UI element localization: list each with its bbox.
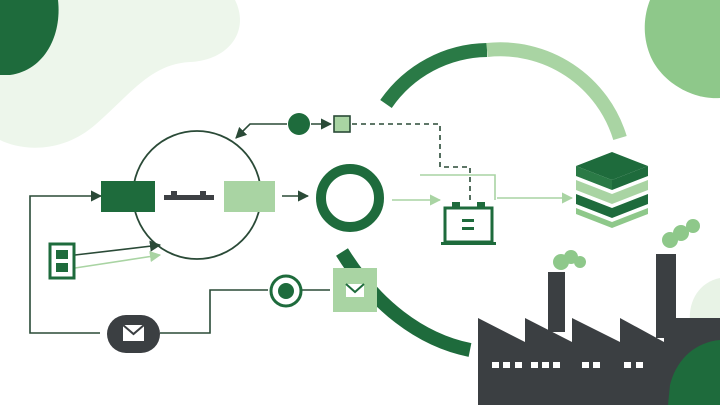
line-mail-to-target bbox=[160, 289, 268, 334]
dark-green-blob-bottom-right bbox=[668, 340, 720, 405]
dot-node bbox=[288, 113, 310, 135]
line-switch-to-circle-light bbox=[74, 250, 162, 269]
line-dot-to-circle bbox=[235, 123, 287, 139]
chip-icon bbox=[164, 191, 214, 200]
ring-icon bbox=[316, 164, 384, 232]
line-left-loop bbox=[29, 190, 103, 334]
chimney-left bbox=[548, 272, 565, 332]
dark-block bbox=[101, 181, 155, 212]
line-switch-to-circle bbox=[74, 240, 162, 256]
factory-windows bbox=[492, 362, 643, 368]
factory-body bbox=[478, 318, 720, 405]
chimney-right bbox=[656, 254, 676, 338]
line-battery-feed bbox=[420, 174, 496, 200]
dark-blob-top-left bbox=[0, 0, 59, 75]
envelope-card-icon bbox=[333, 268, 377, 312]
pale-blob-top-left bbox=[0, 0, 240, 148]
connectors bbox=[29, 118, 574, 334]
arc-top-light bbox=[486, 42, 627, 141]
square-node bbox=[333, 115, 351, 133]
battery-icon bbox=[441, 202, 496, 245]
dashed-square-to-battery bbox=[352, 123, 471, 200]
target-node bbox=[269, 274, 303, 308]
layer-stack-icon bbox=[576, 152, 648, 228]
envelope-icon bbox=[107, 315, 160, 353]
switch-icon bbox=[48, 242, 76, 280]
arc-top-dark bbox=[380, 43, 488, 109]
processor-node bbox=[101, 130, 275, 260]
smoke-puffs bbox=[553, 219, 700, 270]
factory-icon bbox=[478, 219, 720, 405]
green-blob-top-right bbox=[644, 0, 720, 99]
light-block bbox=[224, 181, 275, 212]
